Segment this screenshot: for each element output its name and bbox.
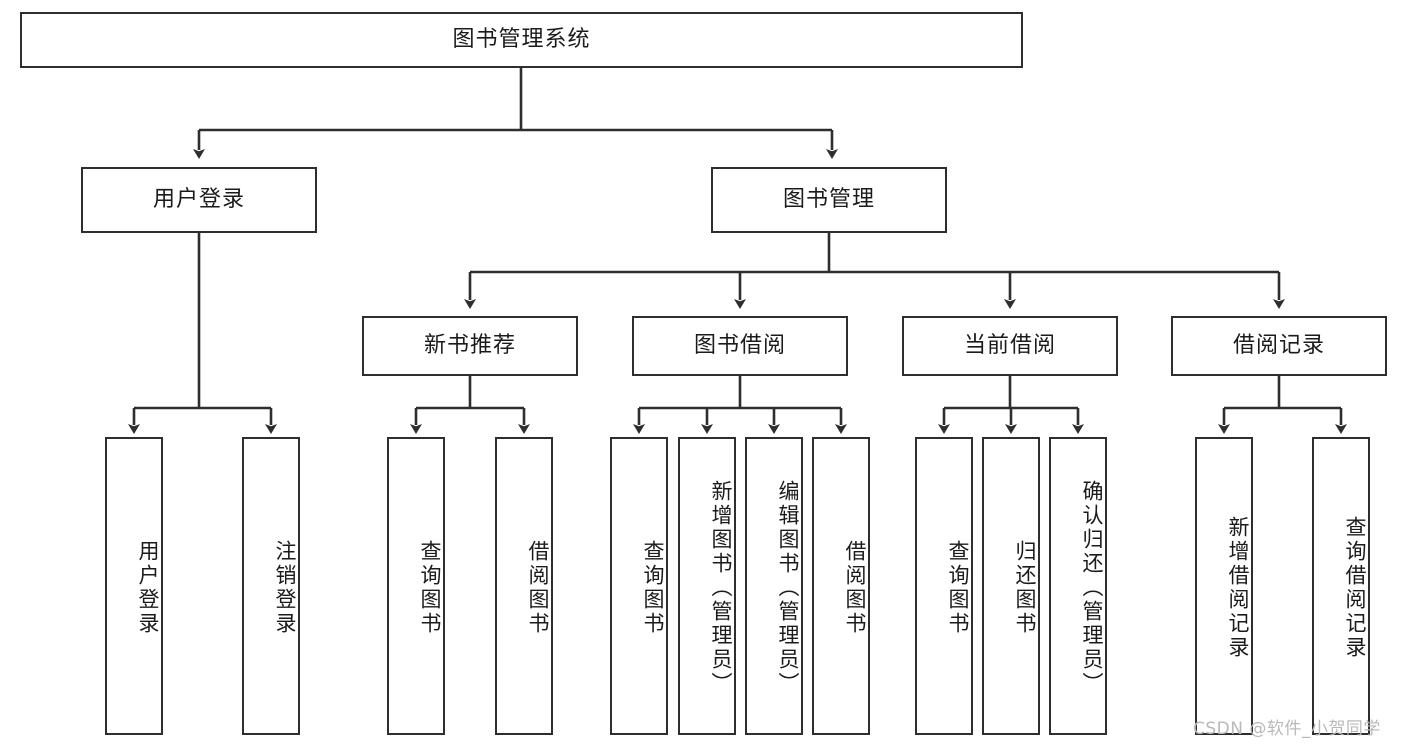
node-root[interactable]: 图书管理系统: [20, 12, 1023, 68]
node-book-borrow[interactable]: 图书借阅: [632, 316, 848, 376]
node-new-book-recommend[interactable]: 新书推荐: [362, 316, 578, 376]
node-borrow-record[interactable]: 借阅记录: [1171, 316, 1387, 376]
leaf-user-login[interactable]: 用户登录: [105, 437, 163, 735]
leaf-query-book-1[interactable]: 查询图书: [387, 437, 445, 735]
leaf-borrow-book-2[interactable]: 借阅图书: [812, 437, 870, 735]
leaf-borrow-book-1[interactable]: 借阅图书: [495, 437, 553, 735]
leaf-add-book[interactable]: 新增图书（管理员）: [678, 437, 736, 735]
leaf-query-book-3[interactable]: 查询图书: [915, 437, 973, 735]
leaf-confirm-return[interactable]: 确认归还（管理员）: [1049, 437, 1107, 735]
leaf-add-record[interactable]: 新增借阅记录: [1195, 437, 1253, 735]
leaf-query-record[interactable]: 查询借阅记录: [1312, 437, 1370, 735]
leaf-logout-login[interactable]: 注销登录: [242, 437, 300, 735]
leaf-edit-book[interactable]: 编辑图书（管理员）: [745, 437, 803, 735]
leaf-query-book-2[interactable]: 查询图书: [610, 437, 668, 735]
leaf-return-book[interactable]: 归还图书: [982, 437, 1040, 735]
node-user-login[interactable]: 用户登录: [81, 167, 317, 233]
node-current-borrow[interactable]: 当前借阅: [902, 316, 1118, 376]
csdn-watermark: CSDN @软件_小贺同学: [1193, 719, 1381, 739]
node-book-manage[interactable]: 图书管理: [711, 167, 947, 233]
